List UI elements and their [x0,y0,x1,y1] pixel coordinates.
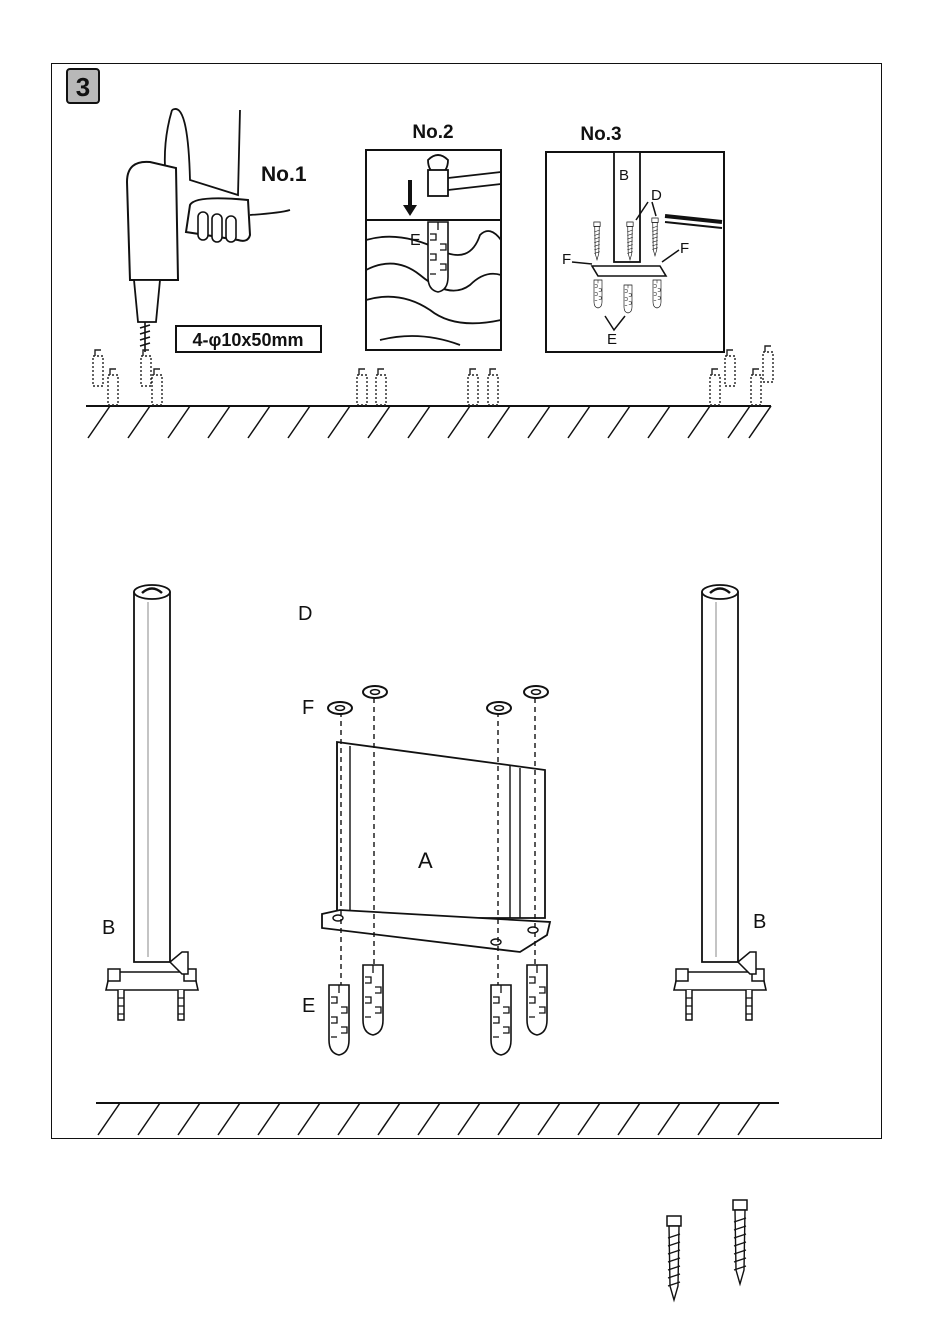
label-b-right: B [753,911,766,933]
no3-label-f-right: F [680,240,689,257]
no3-title: No.3 [580,124,621,145]
panel-no2-hammer: No.2 E [366,122,501,350]
label-b-left: B [102,917,115,939]
label-d: D [298,603,312,625]
panel-no3-detail: No.3 B D F F E [546,124,724,352]
post-left [106,585,198,1020]
drill-spec-label: 4-φ10x50mm [193,330,304,350]
post-right [674,585,766,1020]
no3-label-d: D [651,187,662,204]
upper-ground [86,346,773,438]
no3-label-b: B [619,167,629,184]
label-e: E [302,995,315,1017]
no2-title: No.2 [412,122,453,143]
panel-no1-drill: No.1 4-φ10x50mm [127,109,321,352]
exploded-view: D F A E B B [102,585,933,1300]
step-badge: 3 [67,69,99,103]
no1-title: No.1 [261,163,307,186]
no2-label-e: E [410,232,421,249]
no3-label-e: E [607,331,617,348]
lower-ground [96,1103,779,1135]
label-a: A [418,848,433,873]
step-number: 3 [76,72,90,102]
no3-label-f-left: F [562,251,571,268]
label-f: F [302,697,314,719]
